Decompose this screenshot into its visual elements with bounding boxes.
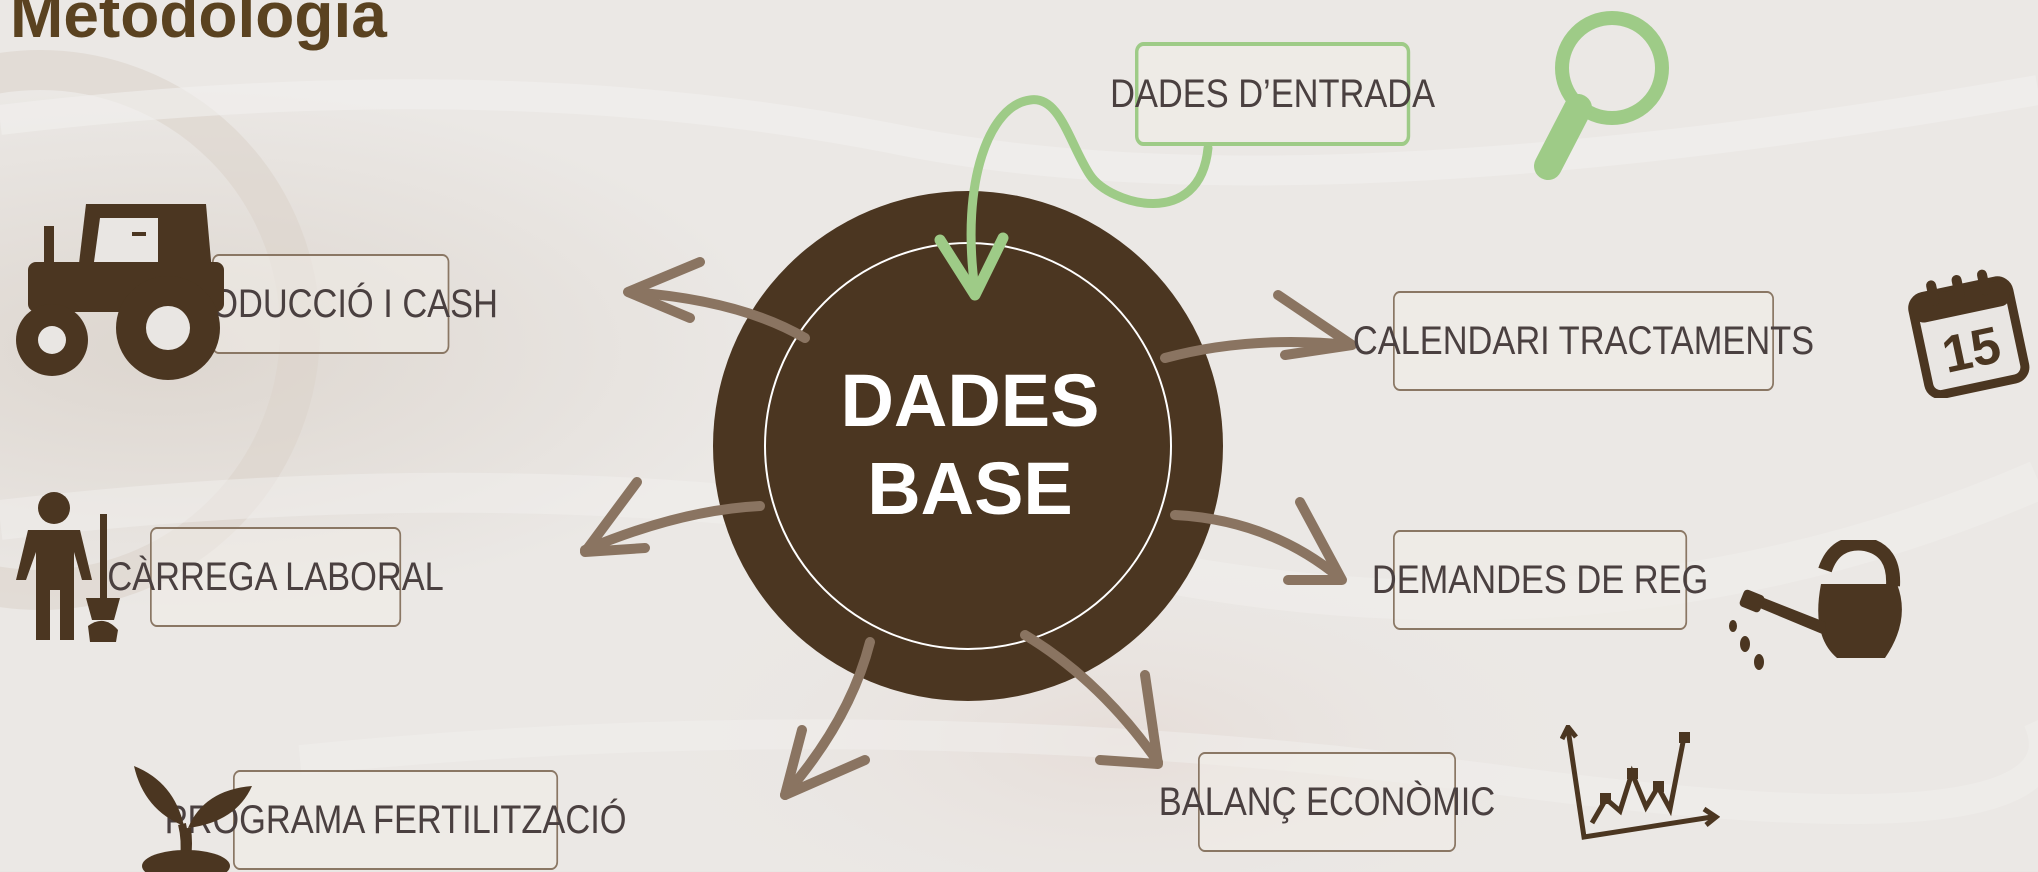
- box-balanc-economic: BALANÇ ECONÒMIC: [1159, 752, 1495, 852]
- line-chart-icon: [1560, 725, 1720, 840]
- arrow-produccio: [625, 287, 810, 343]
- box-fertilitzacio-label: PROGRAMA FERTILITZACIÓ: [164, 797, 627, 842]
- center-title-line2: BASE: [867, 447, 1073, 530]
- arrow-calendari-head: [1273, 290, 1357, 360]
- arrow-carrega: [580, 501, 765, 555]
- arrow-balanc-head: [1095, 670, 1163, 769]
- box-calendari-tractaments: CALENDARI TRACTAMENTS: [1353, 291, 1814, 391]
- worker-icon: [16, 492, 120, 642]
- watering-can-icon: [1729, 540, 1902, 670]
- arrow-carrega-head: [580, 477, 650, 557]
- box-reg-label: DEMANDES DE REG: [1371, 557, 1709, 602]
- input-arrow-head: [934, 232, 1009, 301]
- center-title-line1: DADES: [840, 359, 1100, 442]
- box-demandes-reg: DEMANDES DE REG: [1372, 530, 1708, 630]
- center-circle: [713, 191, 1223, 701]
- input-box-label: DADES D’ENTRADA: [1110, 71, 1436, 116]
- arrow-fertilitzacio-head: [780, 725, 870, 800]
- box-carrega-label: CÀRREGA LABORAL: [107, 554, 444, 599]
- box-balanc-label: BALANÇ ECONÒMIC: [1158, 779, 1496, 824]
- box-programa-fertilitzacio: PROGRAMA FERTILITZACIÓ: [165, 770, 627, 870]
- arrow-fertilitzacio: [780, 637, 875, 800]
- box-produccio-cash: PRODUCCIÓ I CASH: [163, 254, 498, 354]
- box-calendari-label: CALENDARI TRACTAMENTS: [1352, 318, 1815, 363]
- magnifier-icon: [1534, 11, 1669, 180]
- page-title: Metodologia: [10, 0, 387, 51]
- arrow-produccio-head: [623, 257, 705, 323]
- arrow-calendari: [1160, 336, 1355, 363]
- tractor-icon: [16, 204, 224, 380]
- calendar-day-number: 15: [1937, 316, 2006, 385]
- box-carrega-laboral: CÀRREGA LABORAL: [107, 527, 444, 627]
- input-box-dades-entrada: DADES D’ENTRADA: [1110, 42, 1435, 146]
- sprout-icon: [134, 766, 252, 872]
- calendar-icon: 15: [1908, 269, 2030, 398]
- arrow-balanc: [1020, 630, 1163, 767]
- arrow-reg-head: [1283, 497, 1347, 585]
- input-arrow: [966, 95, 1213, 295]
- arrow-reg: [1170, 510, 1345, 583]
